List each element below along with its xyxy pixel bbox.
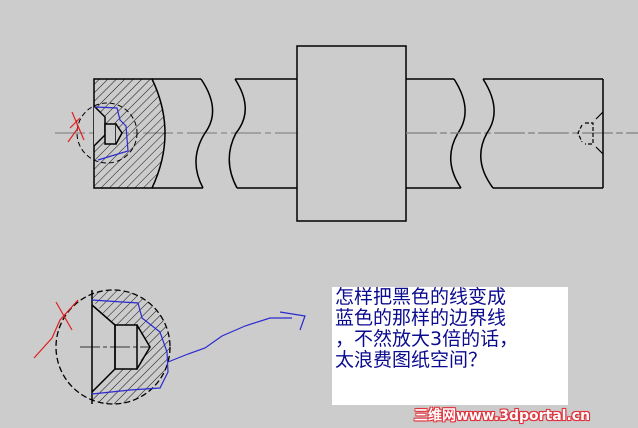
collar-block <box>296 45 407 222</box>
question-line-2: 蓝色的那样的边界线 <box>335 307 507 329</box>
shaft-left-section <box>67 78 214 189</box>
shaft-right-section <box>480 78 604 189</box>
question-text-box: 怎样把黑色的线变成 蓝色的那样的边界线 ，不然放大3倍的话， 太浪费图纸空间？ <box>332 287 568 405</box>
question-line-3: ，不然放大3倍的话， <box>335 328 519 350</box>
shaft-middle-section <box>228 45 638 222</box>
watermark: 三维网www.3dportal.cn <box>414 408 591 424</box>
question-line-1: 怎样把黑色的线变成 <box>335 286 507 308</box>
question-line-4: 太浪费图纸空间？ <box>335 349 488 371</box>
detail-view <box>33 289 306 405</box>
